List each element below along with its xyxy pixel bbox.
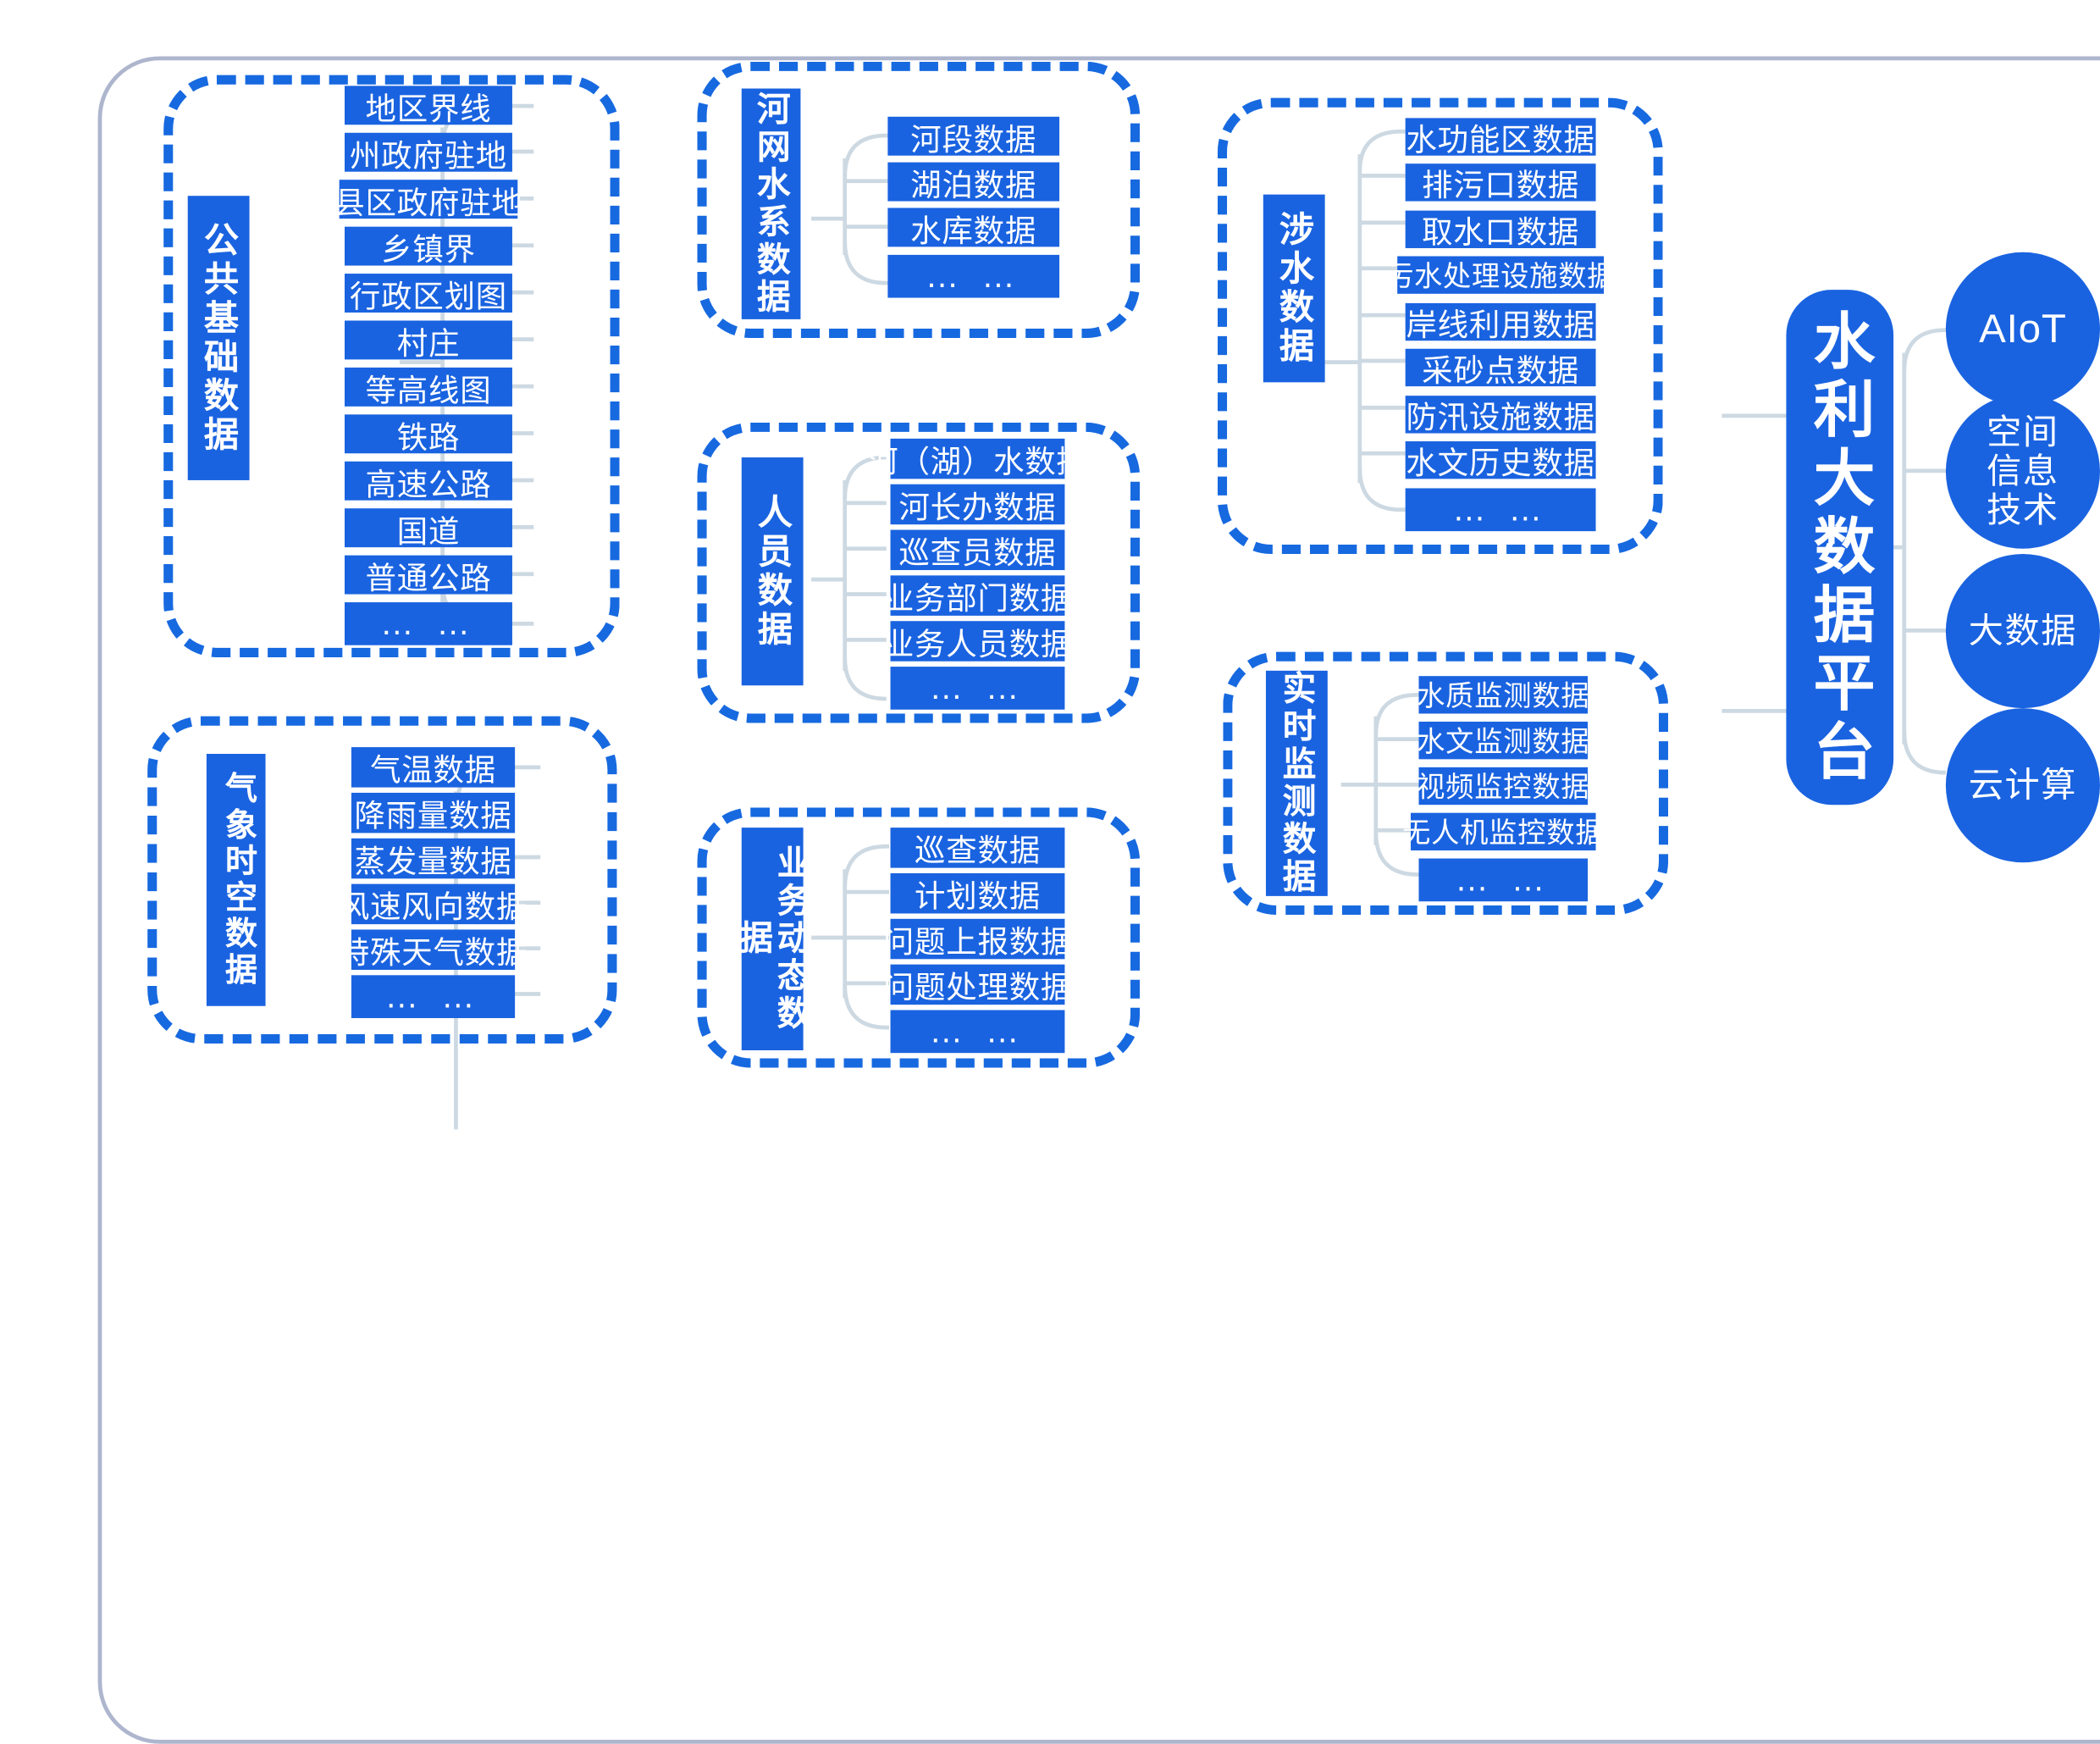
item-chip[interactable]: 岸线利用数据 xyxy=(1405,302,1596,342)
category-label-realtime-monitoring-data[interactable]: 实时监测数据 xyxy=(1265,670,1328,896)
item-chip[interactable]: 取水口数据 xyxy=(1405,210,1596,250)
group-frame-business-dynamic-data xyxy=(697,807,1141,1068)
tech-circle-aiot[interactable]: AIoT xyxy=(1945,252,2100,407)
category-label-river-network-water-system-data[interactable]: 河网水系数据 xyxy=(741,88,801,319)
item-chip-ellipsis[interactable]: … … xyxy=(887,254,1060,298)
group-frame-realtime-monitoring-data xyxy=(1223,651,1669,916)
item-chip[interactable]: 问题处理数据 xyxy=(883,964,1071,1005)
tech-circle-spatial-info-tech[interactable]: 空间信息技术 xyxy=(1945,394,2100,549)
item-chip[interactable]: 水库数据 xyxy=(887,208,1060,247)
item-chip[interactable]: 采砂点数据 xyxy=(1405,348,1596,388)
item-chip[interactable]: 水文监测数据 xyxy=(1417,722,1589,760)
category-label-business-dynamic-data[interactable]: 业务动态数据 xyxy=(735,828,810,1050)
item-chip-ellipsis[interactable]: … … xyxy=(890,1010,1065,1054)
item-chip[interactable]: 水文历史数据 xyxy=(1405,441,1596,480)
item-chip-ellipsis[interactable]: … … xyxy=(344,602,512,645)
item-chip-ellipsis[interactable]: … … xyxy=(1418,858,1589,902)
tech-circle-cloud-computing[interactable]: 云计算 xyxy=(1945,708,2100,863)
group-frame-river-network-water-system-data xyxy=(697,61,1141,339)
item-chip[interactable]: 排污口数据 xyxy=(1405,163,1596,202)
category-label-personnel-data[interactable]: 人员数据 xyxy=(741,457,804,686)
group-frame-personnel-data xyxy=(697,422,1141,723)
item-chip[interactable]: 蒸发量数据 xyxy=(351,838,516,879)
item-chip[interactable]: 等高线图 xyxy=(344,367,512,407)
category-label-water-related-data[interactable]: 涉水数据 xyxy=(1263,194,1325,383)
item-chip[interactable]: 普通公路 xyxy=(344,555,512,595)
item-chip[interactable]: 高速公路 xyxy=(344,461,512,501)
diagram-canvas: 公共基础数据 地区界线 州政府驻地 县区政府驻地 乡镇界 行政区划图 村庄 等高… xyxy=(97,56,2100,1744)
group-frame-water-related-data xyxy=(1217,97,1663,555)
item-chip[interactable]: 行政区划图 xyxy=(344,274,512,313)
category-label-meteorological-spatiotemporal-data[interactable]: 气象时空数据 xyxy=(206,754,266,1006)
item-chip[interactable]: 业务人员数据 xyxy=(883,621,1071,662)
item-chip[interactable]: 降雨量数据 xyxy=(351,792,516,833)
item-chip[interactable]: 计划数据 xyxy=(890,872,1065,914)
item-chip[interactable]: 污水处理设施数据 xyxy=(1385,256,1616,294)
group-frame-public-basic-data xyxy=(163,75,620,657)
item-chip[interactable]: 业务部门数据 xyxy=(883,575,1071,616)
item-chip[interactable]: 巡查数据 xyxy=(890,828,1065,868)
item-chip[interactable]: 河长办数据 xyxy=(890,484,1065,525)
item-chip[interactable]: 巡查员数据 xyxy=(890,529,1065,571)
group-frame-meteorological-spatiotemporal-data xyxy=(147,716,617,1044)
item-chip[interactable]: 铁路 xyxy=(344,414,512,454)
category-label-public-basic-data[interactable]: 公共基础数据 xyxy=(187,196,250,480)
item-chip[interactable]: 水功能区数据 xyxy=(1405,118,1596,157)
item-chip[interactable]: 视频监控数据 xyxy=(1417,767,1589,806)
item-chip[interactable]: 河（湖）水数据 xyxy=(867,438,1087,479)
item-chip[interactable]: 风速风向数据 xyxy=(339,883,527,925)
item-chip-ellipsis[interactable]: … … xyxy=(890,667,1065,710)
item-chip[interactable]: 村庄 xyxy=(344,320,512,360)
item-chip[interactable]: 防汛设施数据 xyxy=(1405,396,1596,435)
platform-node-water-big-data[interactable]: 水利大数据平台 xyxy=(1786,290,1894,806)
item-chip[interactable]: 国道 xyxy=(344,508,512,548)
item-chip[interactable]: 县区政府驻地 xyxy=(334,180,522,219)
item-chip[interactable]: 问题上报数据 xyxy=(883,918,1071,960)
item-chip[interactable]: 特殊天气数据 xyxy=(339,929,527,970)
item-chip[interactable]: 州政府驻地 xyxy=(344,132,512,172)
item-chip[interactable]: 气温数据 xyxy=(351,747,516,788)
item-chip[interactable]: 水质监测数据 xyxy=(1417,676,1589,714)
item-chip[interactable]: 乡镇界 xyxy=(344,226,512,266)
tech-circle-big-data[interactable]: 大数据 xyxy=(1945,554,2100,709)
item-chip-ellipsis[interactable]: … … xyxy=(1405,488,1596,532)
item-chip[interactable]: 湖泊数据 xyxy=(887,162,1060,202)
item-chip[interactable]: 地区界线 xyxy=(344,86,512,125)
item-chip[interactable]: 河段数据 xyxy=(887,116,1060,156)
item-chip-ellipsis[interactable]: … … xyxy=(351,975,516,1018)
item-chip[interactable]: 无人机监控数据 xyxy=(1402,812,1604,851)
